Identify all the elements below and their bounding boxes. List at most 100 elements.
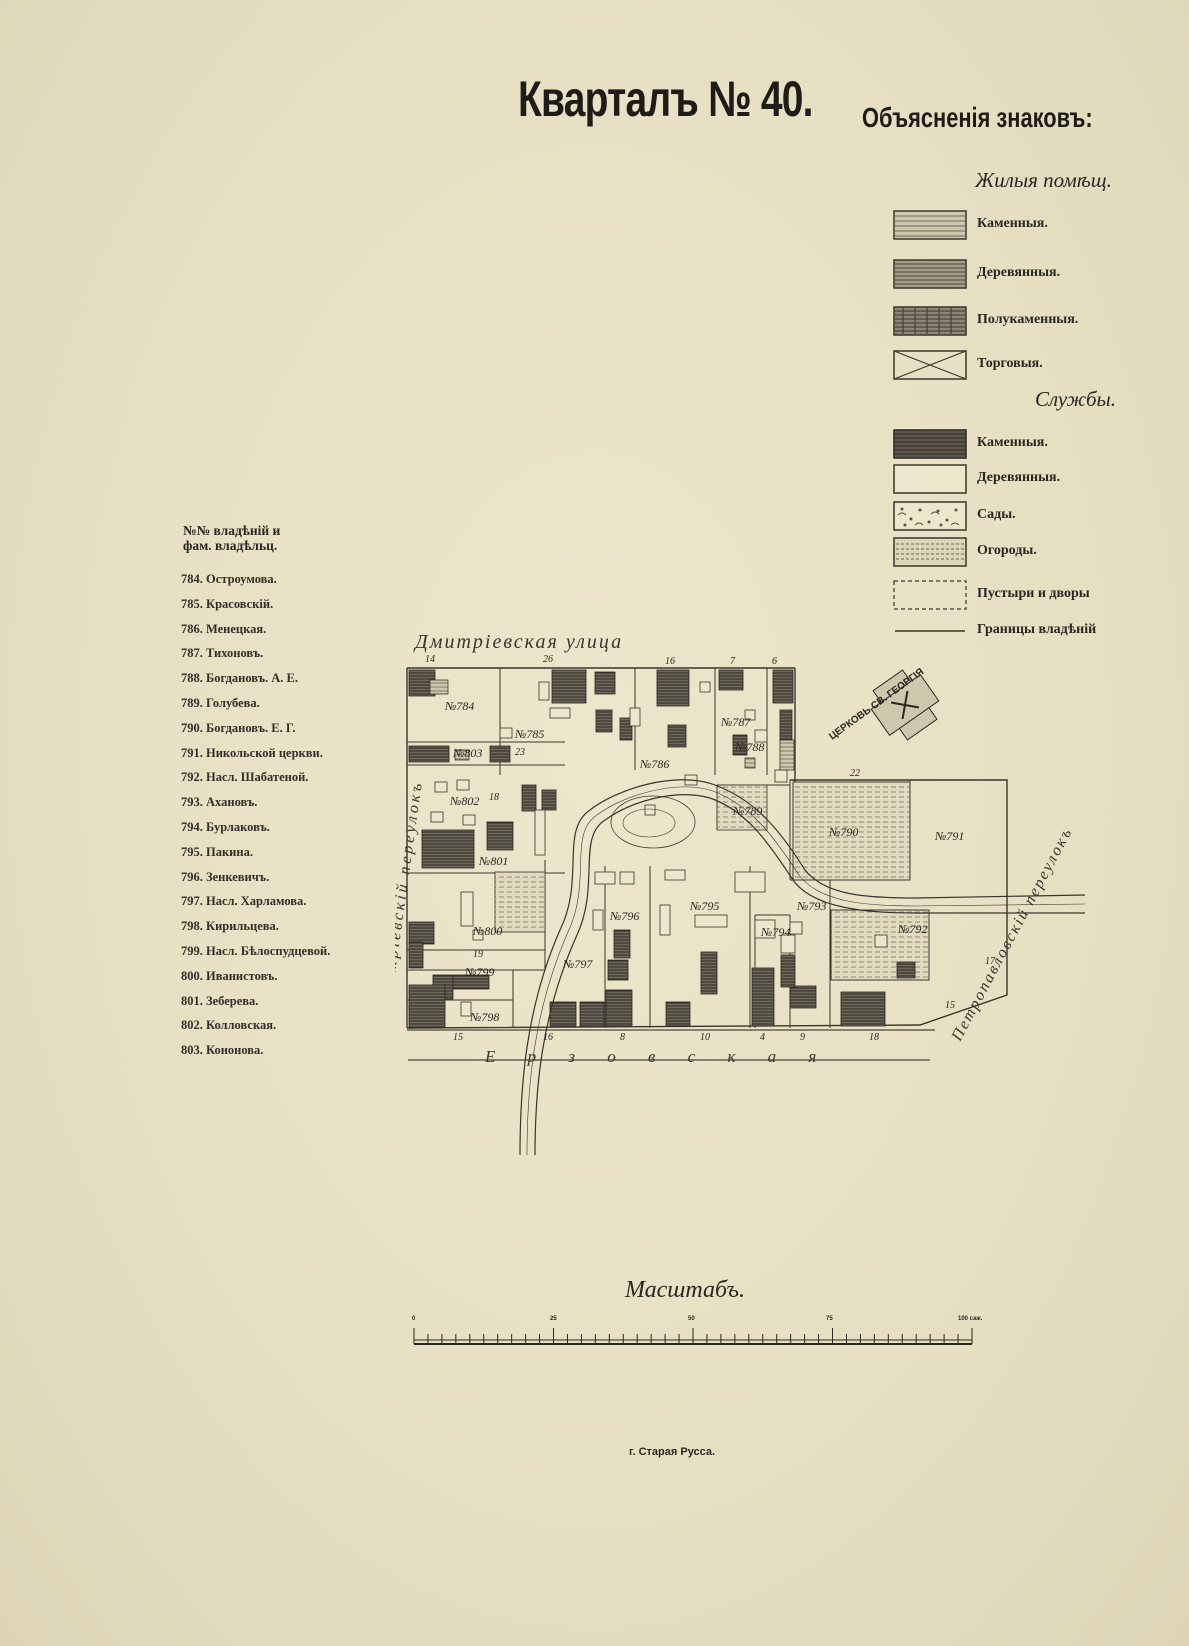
legend-label: Торговыя. — [977, 356, 1043, 371]
owner-entry: 792. Насл. Шабатеной. — [181, 770, 309, 785]
street-name-right: Петропавловскій переулокъ — [948, 824, 1076, 1045]
owner-entry: 799. Насл. Бѣлоспудцевой. — [181, 943, 331, 958]
svg-text:14: 14 — [425, 654, 435, 665]
scale-tick-label: 75 — [826, 1316, 833, 1322]
parcel-label: №785 — [514, 727, 544, 741]
half-stone-swatch-icon — [893, 306, 967, 336]
legend-item-half-stone-dwelling: Полукаменныя. — [893, 306, 1183, 340]
legend-title: Объясненія знаковъ: — [862, 102, 1093, 133]
parcel-label: №795 — [689, 899, 719, 913]
parcel-label: №793 — [796, 899, 826, 913]
legend-label: Каменныя. — [977, 435, 1048, 450]
wood-swatch-icon — [893, 259, 967, 289]
parcel-label: №789 — [732, 804, 762, 818]
parcel-label: №796 — [609, 909, 639, 923]
quarter-map: Дмитріевская улица Е р з о в с к а я Дми… — [395, 631, 1086, 1156]
parcel-label: №803 — [452, 746, 482, 760]
owner-entry: 784. Остроумова. — [181, 572, 277, 586]
legend-item-stone-service: Каменныя. — [893, 429, 1183, 463]
owner-entry: 803. Кононова. — [181, 1043, 264, 1058]
owner-entry: 788. Богдановъ. А. Е. — [181, 671, 298, 686]
yard-swatch-icon — [893, 580, 967, 610]
scale-bar: 0 25 50 75 100 саж. — [412, 1316, 983, 1345]
svg-text:9: 9 — [800, 1032, 805, 1043]
owner-entry: 794. Бурлаковъ. — [181, 819, 270, 834]
legend-item-wood-service: Деревянныя. — [893, 464, 1183, 498]
parcel-label: №786 — [639, 757, 669, 771]
svg-text:10: 10 — [700, 1032, 710, 1043]
street-name-left: Дмитріевскій переулокъ — [395, 779, 426, 1012]
parcel-label: №791 — [934, 829, 964, 843]
legend-group-dwelling: Жилыя помѣщ. — [975, 168, 1112, 192]
vegetable-garden-swatch-icon — [893, 537, 967, 567]
parcel-label: №800 — [472, 924, 502, 938]
sheet-title: Кварталъ № 40. — [518, 71, 813, 127]
parcel-labels: №784 №785 №786 №787 №788 №789 №790 №791 … — [444, 699, 964, 1024]
svg-text:23: 23 — [515, 747, 525, 758]
parcel-label: №790 — [828, 825, 858, 839]
svg-text:17: 17 — [985, 956, 996, 967]
legend-label: Огороды. — [977, 543, 1037, 558]
church-icon — [870, 669, 940, 741]
street-name-top: Дмитріевская улица — [413, 631, 623, 653]
legend-label: Деревянныя. — [977, 470, 1061, 485]
svg-text:15: 15 — [453, 1032, 463, 1043]
svg-text:8: 8 — [620, 1032, 625, 1043]
legend-item-vegetable: Огороды. — [893, 537, 1183, 571]
svg-text:18: 18 — [489, 792, 499, 803]
parcel-label: №787 — [720, 715, 751, 729]
svg-text:7: 7 — [730, 656, 736, 667]
svg-text:16: 16 — [543, 1032, 553, 1043]
owner-entry: 800. Иванистовъ. — [181, 968, 278, 983]
parcel-label: №788 — [734, 740, 764, 754]
parcel-label: №797 — [562, 957, 593, 971]
scale-tick-label: 100 саж. — [958, 1316, 983, 1322]
svg-text:26: 26 — [543, 654, 553, 665]
svg-text:4: 4 — [760, 1032, 765, 1043]
legend-group-services: Службы. — [1035, 387, 1116, 411]
owner-entry: 802. Колловская. — [181, 1018, 277, 1033]
border-line-icon — [895, 630, 965, 632]
parcel-label: №792 — [897, 922, 927, 936]
owner-entry: 786. Менецкая. — [181, 621, 267, 636]
owner-entry: 793. Ахановъ. — [181, 795, 258, 810]
scale-tick-label: 25 — [550, 1316, 557, 1322]
parcel-label: №794 — [760, 925, 790, 939]
owners-heading: №№ владѣній и фам. владѣльц. — [183, 523, 281, 553]
owners-list: 784. Остроумова. 785. Красовскій. 786. Мен… — [181, 567, 330, 1063]
legend-item-border: Границы владѣній — [893, 616, 1183, 650]
owner-entry: 790. Богдановъ. Е. Г. — [181, 720, 296, 735]
service-stone-swatch-icon — [893, 429, 967, 459]
legend-label: Полукаменныя. — [977, 312, 1079, 327]
legend-item-wood-dwelling: Деревянныя. — [893, 259, 1183, 293]
stone-swatch-icon — [893, 210, 967, 240]
legend-item-garden: Сады. — [893, 501, 1183, 535]
legend-label: Границы владѣній — [977, 622, 1097, 637]
owner-entry: 798. Кирильцева. — [181, 919, 279, 934]
scale-tick-label: 50 — [688, 1316, 695, 1322]
footer-city: г. Старая Русса. — [629, 1446, 716, 1458]
parcel-label: №801 — [478, 854, 508, 868]
parcel-label: №798 — [469, 1010, 499, 1024]
parcel-label: №799 — [464, 965, 494, 979]
svg-text:19: 19 — [473, 949, 483, 960]
owner-entry: 791. Никольской церкви. — [181, 745, 323, 760]
garden-swatch-icon — [893, 501, 967, 531]
owner-entry: 796. Зенкевичъ. — [181, 869, 270, 884]
legend-label: Пустыри и дворы — [977, 586, 1090, 601]
owner-entry: 789. Голубева. — [181, 695, 260, 710]
legend-item-yard: Пустыри и дворы — [893, 580, 1183, 614]
trade-swatch-icon — [893, 350, 967, 380]
legend-label: Сады. — [977, 507, 1016, 522]
svg-text:18: 18 — [869, 1032, 879, 1043]
street-name-bottom: Е р з о в с к а я — [484, 1047, 830, 1066]
legend-item-trade: Торговыя. — [893, 350, 1183, 384]
owner-entry: 801. Зеберева. — [181, 993, 259, 1008]
owner-entry: 797. Насл. Харламова. — [181, 894, 307, 909]
scale-title: Масштабъ. — [625, 1277, 745, 1303]
svg-text:16: 16 — [665, 656, 675, 667]
owner-entry: 787. Тихоновъ. — [181, 646, 264, 661]
owner-entry: 785. Красовскій. — [181, 596, 274, 611]
house-numbers: 14 26 16 7 6 22 15 16 8 10 4 9 18 15 23 … — [425, 654, 996, 1043]
